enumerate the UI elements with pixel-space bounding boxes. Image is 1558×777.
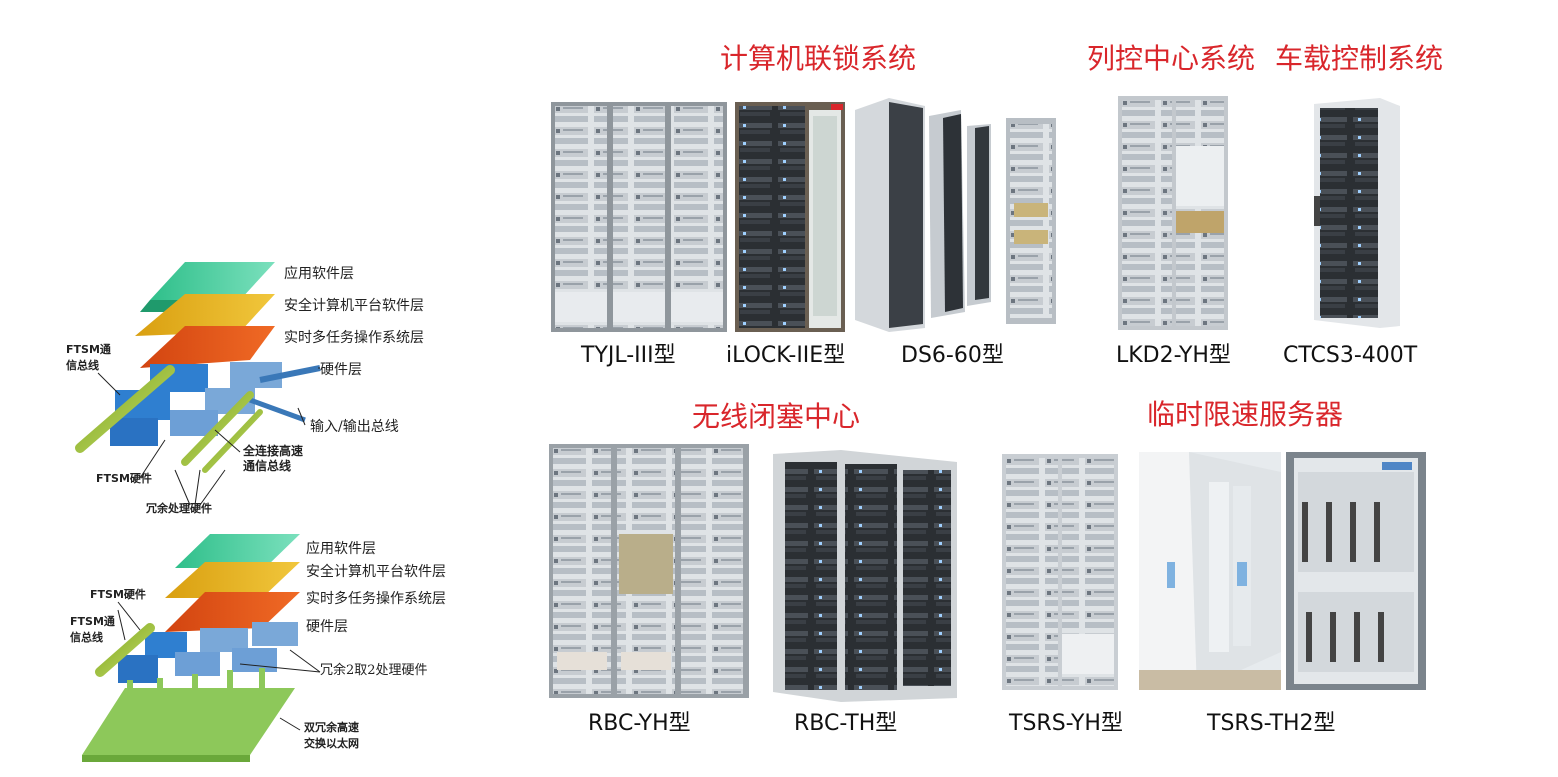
top-label-app: 应用软件层	[284, 266, 354, 282]
bottom-callout-lines	[117, 601, 321, 731]
photo-ds6-cabinets	[853, 96, 993, 334]
bottom-label-os: 实时多任务操作系统层	[306, 591, 446, 607]
section-title-interlocking: 计算机联锁系统	[720, 42, 917, 75]
bottom-label-hw: 硬件层	[306, 619, 348, 635]
caption-rbc-yh: RBC-YH型	[588, 711, 691, 736]
top-label-ftsm-bus: FTSM通 信总线	[66, 343, 111, 372]
top-label-ftsm-hw: FTSM硬件	[96, 472, 152, 485]
photo-ilock-cabinet	[735, 102, 845, 332]
bottom-label-app: 应用软件层	[306, 541, 376, 557]
photo-rbc-th-cabinets	[771, 448, 959, 704]
caption-tsrs-yh: TSRS-YH型	[1009, 711, 1123, 736]
top-label-full-bus: 全连接高速 通信总线	[243, 444, 304, 473]
section-title-rbc: 无线闭塞中心	[692, 400, 861, 433]
photo-tsrs-th2-cabinet	[1286, 452, 1426, 690]
top-layer-platform	[135, 294, 275, 336]
photo-tsrs-yh-cabinets	[1002, 454, 1118, 690]
bottom-label-redundant: 冗余2取2处理硬件	[320, 663, 428, 678]
caption-rbc-th: RBC-TH型	[794, 711, 898, 736]
caption-ds6: DS6-60型	[901, 343, 1004, 368]
top-layer-os	[140, 326, 275, 368]
bottom-layer-app	[175, 534, 300, 568]
bottom-label-ethernet: 双冗余高速 交换以太网	[304, 721, 359, 750]
top-label-redundant-hw: 冗余处理硬件	[146, 502, 212, 515]
section-title-tsrs: 临时限速服务器	[1147, 398, 1344, 431]
bottom-layer-platform	[165, 562, 300, 598]
photo-ds6-single-cabinet	[1006, 118, 1056, 324]
photo-lkd2-cabinet	[1118, 96, 1228, 330]
bottom-label-platform: 安全计算机平台软件层	[306, 564, 446, 580]
caption-tsrs-th2: TSRS-TH2型	[1207, 711, 1336, 736]
caption-ilock: iLOCK-IIE型	[726, 343, 846, 368]
top-callout-lines	[97, 367, 320, 506]
section-title-train-control-center: 列控中心系统	[1087, 42, 1256, 75]
bottom-label-ftsm-bus: FTSM通 信总线	[70, 615, 115, 644]
photo-tyjl-cabinet	[551, 102, 727, 332]
top-label-os: 实时多任务操作系统层	[284, 330, 424, 346]
top-label-io-bus: 输入/输出总线	[310, 419, 399, 435]
top-label-platform: 安全计算机平台软件层	[284, 298, 424, 314]
caption-lkd2: LKD2-YH型	[1116, 343, 1231, 368]
caption-ctcs3: CTCS3-400T	[1283, 343, 1418, 368]
photo-tsrs-th2-room	[1139, 452, 1281, 690]
architecture-diagrams	[75, 262, 321, 762]
bottom-hardware-cubes	[118, 622, 298, 683]
caption-tyjl: TYJL-III型	[581, 343, 676, 368]
top-label-hw: 硬件层	[320, 362, 362, 378]
top-green-buses	[75, 365, 263, 473]
top-hardware-cubes	[110, 362, 321, 446]
bottom-label-ftsm-hw: FTSM硬件	[90, 588, 146, 601]
section-title-onboard: 车载控制系统	[1275, 42, 1444, 75]
photo-rbc-yh-cabinets	[549, 444, 749, 698]
photo-ctcs3-cabinet	[1310, 96, 1402, 330]
ethernet-slab	[82, 688, 295, 762]
